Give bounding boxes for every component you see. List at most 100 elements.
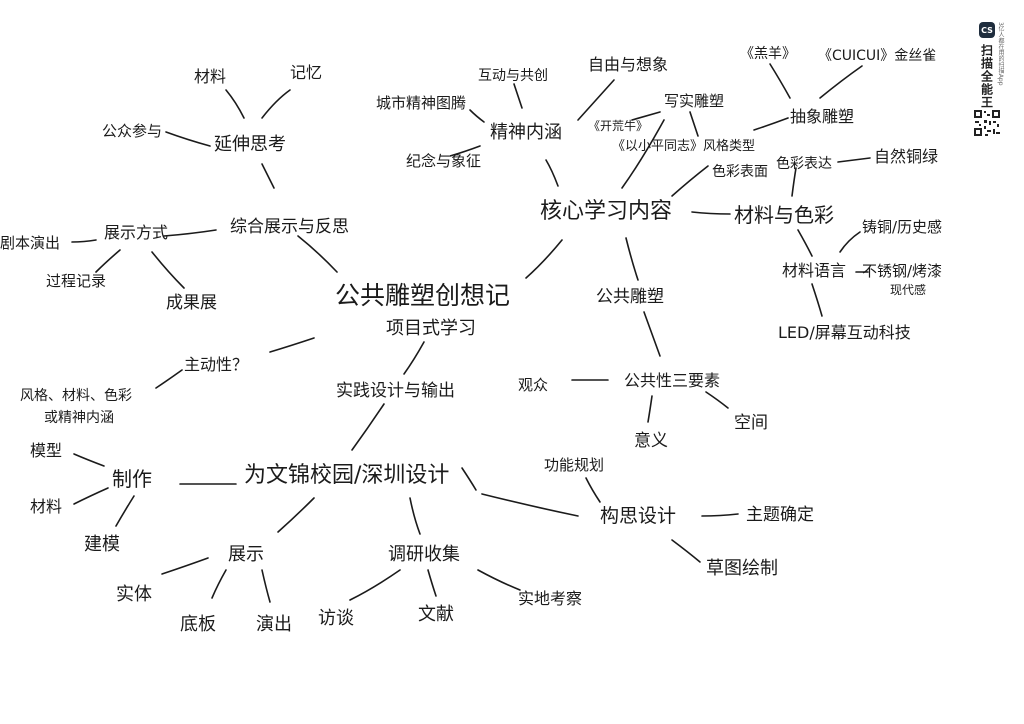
node-modern: 现代感 <box>890 282 926 297</box>
edge-root-core <box>525 239 563 279</box>
edge-three-meaning <box>647 395 653 423</box>
edge-display-solid <box>161 557 209 575</box>
watermark-tagline: 3亿人都在用的扫描App <box>997 22 1004 86</box>
edge-material-lang <box>797 229 813 257</box>
node-patina: 自然铜绿 <box>874 147 938 166</box>
edge-extend-memory <box>261 89 291 119</box>
node-board: 底板 <box>180 614 216 635</box>
node-show-method: 展示方式 <box>104 223 168 242</box>
node-result-show: 成果展 <box>166 293 217 313</box>
edge-make-build <box>115 495 135 527</box>
node-realistic: 写实雕塑 <box>664 92 724 110</box>
node-ext-memory: 记忆 <box>290 63 322 82</box>
edge-three-space <box>705 391 729 409</box>
edge-colorexp-patina <box>837 157 871 163</box>
node-style-list-2: 或精神内涵 <box>44 410 114 426</box>
node-material-color: 材料与色彩 <box>734 203 834 227</box>
edge-spirit-memorial <box>449 145 481 157</box>
camscanner-logo: CS <box>979 22 995 38</box>
watermark-brand: 扫描全能王 <box>979 44 994 109</box>
edge-root-practice <box>403 341 425 375</box>
node-interview: 访谈 <box>318 608 354 629</box>
node-extend: 延伸思考 <box>214 134 286 155</box>
node-mat-make: 材料 <box>30 497 62 516</box>
node-build: 建模 <box>84 534 120 555</box>
node-solid: 实体 <box>116 584 152 605</box>
node-model: 模型 <box>30 441 62 460</box>
edge-concept-func <box>585 477 601 503</box>
edge-display-board <box>211 569 227 599</box>
edge-root-show <box>297 235 338 273</box>
node-memorial: 纪念与象征 <box>406 152 481 170</box>
edge-realistic-style <box>689 111 699 137</box>
edge-make-model <box>73 453 105 467</box>
edge-concept-theme <box>701 513 739 517</box>
node-practice: 实践设计与输出 <box>336 381 455 401</box>
node-process-rec: 过程记录 <box>46 272 106 290</box>
edge-core-colorsurf <box>671 165 709 197</box>
node-kaiyang: 《开荒牛》 <box>588 118 648 133</box>
edge-design-concept <box>481 493 579 517</box>
node-interact: 互动与共创 <box>478 68 548 84</box>
node-meaning: 意义 <box>634 431 668 451</box>
edge-show-method <box>163 229 217 237</box>
node-spirit: 精神内涵 <box>490 122 562 143</box>
edge-make-material <box>73 487 109 505</box>
node-cast-copper: 铸铜/历史感 <box>862 218 942 236</box>
node-ext-material: 材料 <box>194 67 226 86</box>
node-city-totem: 城市精神图腾 <box>376 94 466 112</box>
node-initiative: 主动性？ <box>184 355 248 374</box>
node-design-main: 为文锦校园/深圳设计 <box>244 463 449 488</box>
node-mat-lang: 材料语言 <box>782 261 846 280</box>
edge-lang-cast <box>839 231 861 253</box>
node-steel-paint: 不锈钢/烤漆 <box>862 262 942 280</box>
node-lamb: 《羔羊》 <box>740 46 796 62</box>
node-theme: 主题确定 <box>746 505 814 525</box>
node-make: 制作 <box>112 467 152 491</box>
edge-display-perform <box>261 569 271 603</box>
edge-public-three <box>643 311 661 357</box>
node-concept: 构思设计 <box>600 505 676 527</box>
node-space: 空间 <box>734 413 768 433</box>
qr-code-icon <box>973 109 1001 137</box>
edge-root-initiative <box>269 337 315 353</box>
edge-concept-sketch <box>671 539 701 563</box>
edge-design-survey <box>409 497 421 535</box>
edge-spirit-interact <box>513 83 523 109</box>
edge-method-script <box>71 239 97 243</box>
edge-material-colorexp <box>791 167 797 197</box>
node-color-express: 色彩表达 <box>776 155 832 172</box>
node-led: LED/屏幕互动科技 <box>778 323 911 342</box>
node-audience: 观众 <box>518 376 548 394</box>
edge-initiative-list <box>155 369 183 389</box>
node-func-plan: 功能规划 <box>544 456 604 474</box>
node-root: 公共雕塑创想记 <box>335 281 510 310</box>
node-field: 实地考察 <box>518 589 582 608</box>
edge-abstract-lamb <box>769 63 791 99</box>
node-root-sub: 项目式学习 <box>386 318 476 339</box>
edge-spirit-free <box>577 79 615 121</box>
node-display: 展示 <box>228 544 264 565</box>
edge-survey-interview <box>349 569 401 601</box>
node-style-list-1: 风格、材料、色彩 <box>20 387 132 404</box>
node-free: 自由与想象 <box>588 55 668 74</box>
node-style-type: 《以小平同志》风格类型 <box>612 138 755 154</box>
node-ext-public: 公众参与 <box>102 122 162 140</box>
scanner-watermark: CS 扫描全能王 3亿人都在用的扫描App <box>972 18 1004 137</box>
edge-method-result <box>151 251 185 289</box>
node-script-perf: 剧本演出 <box>0 234 60 252</box>
edge-root-design <box>461 467 477 491</box>
edge-practice-design <box>351 403 385 451</box>
edge-realistic-kaiyang <box>631 111 661 121</box>
edge-core-spirit <box>545 159 559 187</box>
node-labels: 公共雕塑创想记 项目式学习 延伸思考 材料 记忆 公众参与 综合展示与反思 展示… <box>0 46 942 635</box>
edge-core-public <box>625 237 639 281</box>
node-cuicui: 《CUICUI》金丝雀 <box>818 48 936 64</box>
edge-survey-field <box>477 569 521 591</box>
edge-design-display <box>277 497 315 533</box>
edge-survey-lit <box>427 569 437 597</box>
node-color-surface: 色彩表面 <box>712 163 768 180</box>
edge-lang-led <box>811 283 823 317</box>
node-sketch: 草图绘制 <box>706 558 778 579</box>
